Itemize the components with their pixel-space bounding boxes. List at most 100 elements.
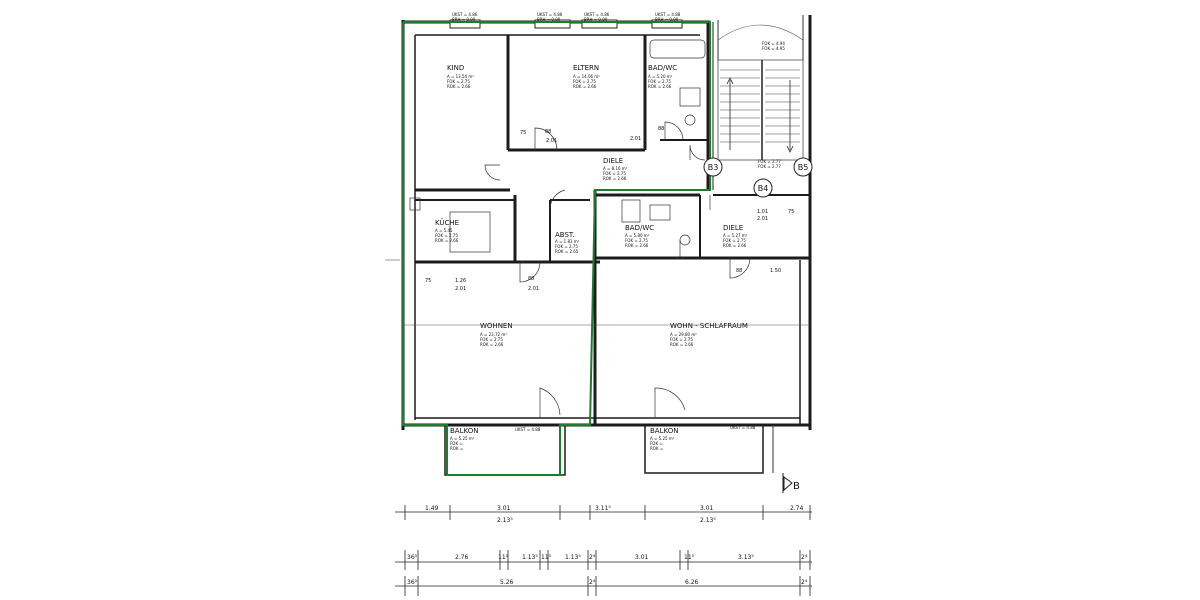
interior-walls <box>415 22 810 425</box>
section-line <box>385 259 810 326</box>
room-name: BALKON <box>650 427 678 435</box>
svg-text:ROK = 2.66: ROK = 2.66 <box>648 84 672 89</box>
svg-text:ROK =: ROK = <box>450 446 463 451</box>
svg-text:ROK = 2.66: ROK = 2.66 <box>723 243 747 248</box>
room-name: BAD/WC <box>625 224 654 232</box>
room-name: ABST. <box>555 231 575 239</box>
svg-text:FOK = 2.75: FOK = 2.75 <box>447 79 470 84</box>
room-name: ELTERN <box>573 64 599 72</box>
svg-text:BRH = 0.90: BRH = 0.90 <box>584 17 608 22</box>
svg-text:11⁵: 11⁵ <box>541 554 552 561</box>
room-wohn-schlafraum: WOHN - SCHLAFRAUM A = 29.80 m² FOK = 2.7… <box>670 322 748 347</box>
svg-text:2.01: 2.01 <box>630 136 641 142</box>
room-abst: ABST. A = 1.83 m² FOK = 2.75 ROK = 2.65 <box>555 231 580 254</box>
svg-text:B3: B3 <box>708 163 719 172</box>
svg-text:2⁴: 2⁴ <box>589 554 596 561</box>
svg-text:ROK = 2.66: ROK = 2.66 <box>447 84 471 89</box>
svg-text:B4: B4 <box>758 184 769 193</box>
svg-text:2.01: 2.01 <box>546 138 557 144</box>
svg-text:2.74: 2.74 <box>790 505 804 512</box>
svg-text:ROK = 2.66: ROK = 2.66 <box>435 238 459 243</box>
svg-text:A = 13.54 m²: A = 13.54 m² <box>447 74 474 79</box>
svg-text:UKST = 4.86: UKST = 4.86 <box>537 12 563 17</box>
svg-text:A = 5.45: A = 5.45 <box>435 228 453 233</box>
svg-text:ROK = 2.66: ROK = 2.66 <box>625 243 649 248</box>
svg-text:FOK = 2.75: FOK = 2.75 <box>670 337 693 342</box>
svg-text:A = 5.27 m²: A = 5.27 m² <box>723 233 748 238</box>
svg-text:ROK = 2.66: ROK = 2.66 <box>480 342 504 347</box>
svg-text:ROK = 2.66: ROK = 2.66 <box>670 342 694 347</box>
room-name: BAD/WC <box>648 64 677 72</box>
room-kind: KIND A = 13.54 m² FOK = 2.75 ROK = 2.66 <box>447 64 474 89</box>
svg-text:FOK = 2.75: FOK = 2.75 <box>435 233 458 238</box>
svg-text:FOK = 2.75: FOK = 2.75 <box>573 79 596 84</box>
room-name: DIELE <box>603 157 623 165</box>
svg-text:1.50: 1.50 <box>770 268 781 274</box>
svg-text:FOK = 2.75: FOK = 2.75 <box>625 238 648 243</box>
dimension-string-1: 1.49 3.01 3.11⁵ 3.01 2.74 2.13⁵ 2.13⁵ <box>395 505 812 524</box>
svg-text:1.13⁵: 1.13⁵ <box>522 554 538 561</box>
svg-text:2⁴: 2⁴ <box>589 579 596 586</box>
svg-text:2⁴: 2⁴ <box>801 554 808 561</box>
svg-text:A = 5.25 m²: A = 5.25 m² <box>450 436 475 441</box>
svg-text:BRH = 0.90: BRH = 0.90 <box>537 17 561 22</box>
svg-text:1.49: 1.49 <box>425 505 439 512</box>
svg-text:2.13⁵: 2.13⁵ <box>497 517 513 524</box>
svg-text:ROK = 2.66: ROK = 2.66 <box>573 84 597 89</box>
svg-text:88: 88 <box>736 268 742 274</box>
svg-text:A = 1.83 m²: A = 1.83 m² <box>555 239 580 244</box>
svg-text:B5: B5 <box>798 163 809 172</box>
svg-text:A = 8.16 m²: A = 8.16 m² <box>603 166 628 171</box>
svg-text:FOK =: FOK = <box>650 441 663 446</box>
svg-text:UKST = 4.86: UKST = 4.86 <box>584 12 610 17</box>
svg-text:1.26: 1.26 <box>455 278 466 284</box>
svg-text:A = 23.72 m²: A = 23.72 m² <box>480 332 507 337</box>
svg-text:3.13⁵: 3.13⁵ <box>738 554 754 561</box>
sill-height-labels: UKST = 4.86 BRH = 0.90 UKST = 4.86 BRH =… <box>452 12 785 432</box>
svg-text:5.26: 5.26 <box>500 579 514 586</box>
svg-text:A = 14.06 m²: A = 14.06 m² <box>573 74 600 79</box>
room-wohnen: WOHNEN A = 23.72 m² FOK = 2.75 ROK = 2.6… <box>480 322 513 347</box>
svg-text:2.13⁵: 2.13⁵ <box>700 517 716 524</box>
room-bad-1: BAD/WC A = 5.20 m² FOK = 2.75 ROK = 2.66 <box>648 64 677 89</box>
svg-text:88: 88 <box>658 126 664 132</box>
svg-text:75: 75 <box>788 209 794 215</box>
svg-text:3.01: 3.01 <box>497 505 511 512</box>
svg-text:2.01: 2.01 <box>528 286 539 292</box>
svg-text:A = 29.80 m²: A = 29.80 m² <box>670 332 697 337</box>
svg-text:FOK = 2.75: FOK = 2.75 <box>555 244 578 249</box>
svg-text:36⁵: 36⁵ <box>407 554 418 561</box>
staircase <box>717 15 804 161</box>
svg-text:75: 75 <box>425 278 431 284</box>
svg-text:2.76: 2.76 <box>455 554 469 561</box>
section-markers: B3 B4 B5 B <box>703 157 813 493</box>
room-name: KIND <box>447 64 464 72</box>
svg-text:2.01: 2.01 <box>455 286 466 292</box>
windows-top <box>449 19 683 29</box>
room-diele-2: DIELE A = 5.27 m² FOK = 2.75 ROK = 2.66 <box>723 224 748 248</box>
svg-text:UKST = 4.88: UKST = 4.88 <box>730 425 756 430</box>
svg-text:FOK = 2.75: FOK = 2.75 <box>723 238 746 243</box>
svg-text:1.01: 1.01 <box>757 209 768 215</box>
room-balkon-2: BALKON A = 5.25 m² FOK = ROK = <box>650 427 678 451</box>
svg-text:A = 5.20 m²: A = 5.20 m² <box>648 74 673 79</box>
room-name: WOHNEN <box>480 322 513 330</box>
room-kueche: KÜCHE A = 5.45 FOK = 2.75 ROK = 2.66 <box>435 218 459 243</box>
svg-text:UKST = 4.86: UKST = 4.86 <box>452 12 478 17</box>
svg-text:ROK =: ROK = <box>650 446 663 451</box>
svg-text:3.11⁵: 3.11⁵ <box>595 505 611 512</box>
svg-text:B: B <box>793 481 800 492</box>
svg-text:3.01: 3.01 <box>635 554 649 561</box>
svg-text:FOK = 2.75: FOK = 2.75 <box>648 79 671 84</box>
room-diele-1: DIELE A = 8.16 m² FOK = 2.75 ROK = 2.66 <box>603 157 628 181</box>
room-balkon-1: BALKON A = 5.25 m² FOK = ROK = <box>450 427 478 451</box>
svg-text:11⁵: 11⁵ <box>498 554 509 561</box>
balconies <box>444 424 774 476</box>
svg-text:FOK = 4.95: FOK = 4.95 <box>762 46 785 51</box>
svg-text:2⁴: 2⁴ <box>801 579 808 586</box>
svg-text:UKST = 4.88: UKST = 4.88 <box>515 427 541 432</box>
svg-text:FOK = 2.75: FOK = 2.75 <box>603 171 626 176</box>
svg-text:BRH = 0.90: BRH = 0.90 <box>655 17 679 22</box>
doors <box>484 121 751 418</box>
svg-text:FOK = 2.77: FOK = 2.77 <box>758 159 781 164</box>
